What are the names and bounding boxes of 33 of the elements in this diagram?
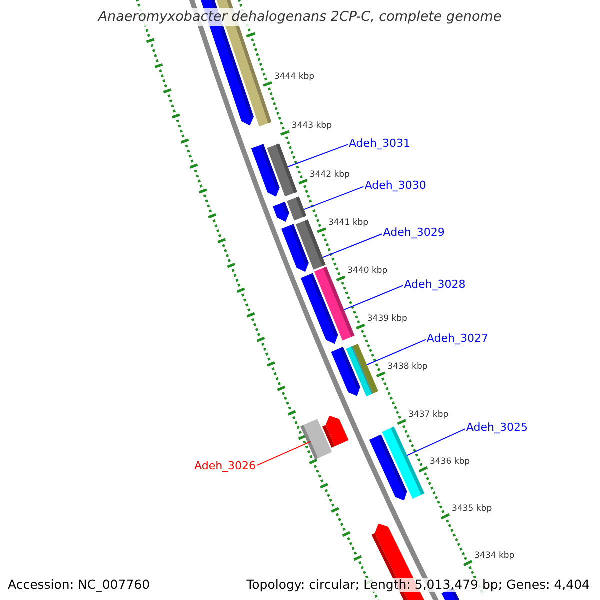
gene-label: Adeh_3025 <box>466 422 528 435</box>
leader-line <box>344 285 404 311</box>
gene-label: Adeh_3026 <box>194 460 256 472</box>
tick-label: 3439 kbp <box>367 315 408 325</box>
tick-label: 3438 kbp <box>388 363 428 373</box>
leader-line <box>256 441 312 466</box>
leader-line <box>304 186 364 210</box>
gene-label: Adeh_3029 <box>383 227 445 240</box>
gene-label: Adeh_3028 <box>404 278 466 292</box>
leader-line <box>288 144 348 168</box>
gene-label: Adeh_3027 <box>426 332 488 346</box>
tick-label: 3435 kbp <box>452 504 492 515</box>
leader-line <box>406 428 466 456</box>
tick-label: 3442 kbp <box>310 170 350 180</box>
tick-label: 3443 kbp <box>292 122 332 132</box>
tick-label: 3436 kbp <box>430 458 470 468</box>
gene-feature <box>287 196 307 221</box>
gene-label: Adeh_3031 <box>348 138 411 150</box>
genome-summary: Topology: circular; Length: 5,013,479 bp; Genes: 4,404 <box>244 578 592 592</box>
gene-feature <box>296 220 326 270</box>
tick-label: 3444 kbp <box>274 72 315 83</box>
gene-feature <box>382 426 425 499</box>
tick-label: 3434 kbp <box>474 552 515 562</box>
tick-label: 3437 kbp <box>408 410 449 420</box>
gene-feature <box>267 144 298 197</box>
tick-label: 3440 kbp <box>348 267 388 277</box>
gene-label: Adeh_3030 <box>364 180 426 192</box>
gene-feature <box>300 419 332 460</box>
leader-line <box>366 339 426 366</box>
tick-label: 3441 kbp <box>328 218 369 229</box>
leader-line <box>322 234 383 258</box>
gene-feature <box>346 344 378 397</box>
accession-text: Accession: NC_007760 <box>6 578 152 592</box>
